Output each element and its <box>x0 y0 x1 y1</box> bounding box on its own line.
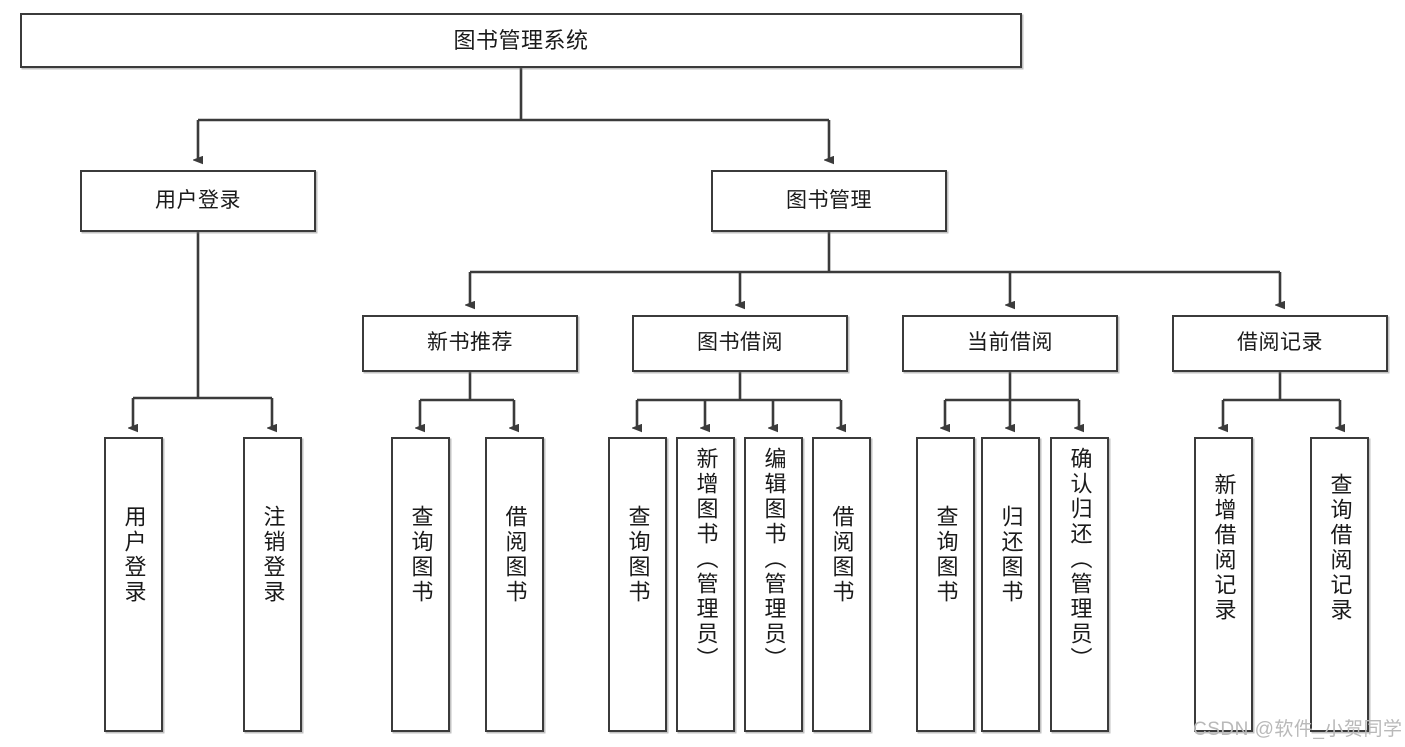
leaf-book-borrow-borrow-book[interactable]: 借阅图书 <box>812 437 871 732</box>
leaf-book-borrow-query-book[interactable]: 查询图书 <box>608 437 667 732</box>
node-label: 借阅记录 <box>1237 331 1323 355</box>
node-label: 查询借阅记录 <box>1327 473 1353 623</box>
node-label: 图书借阅 <box>697 331 783 355</box>
node-label: 查询图书 <box>933 505 959 605</box>
leaf-current-borrow-query-book[interactable]: 查询图书 <box>916 437 975 732</box>
node-new-book-recommend[interactable]: 新书推荐 <box>362 315 578 372</box>
node-root-book-management-system[interactable]: 图书管理系统 <box>20 13 1022 68</box>
node-borrow-record[interactable]: 借阅记录 <box>1172 315 1388 372</box>
leaf-new-book-query-book[interactable]: 查询图书 <box>391 437 450 732</box>
node-label: 借阅图书 <box>829 505 855 605</box>
leaf-borrow-record-query-record[interactable]: 查询借阅记录 <box>1310 437 1369 732</box>
node-label: 注销登录 <box>260 505 286 605</box>
leaf-current-borrow-return-book[interactable]: 归还图书 <box>981 437 1040 732</box>
node-label: 当前借阅 <box>967 331 1053 355</box>
node-book-management[interactable]: 图书管理 <box>711 170 947 232</box>
node-label: 归还图书 <box>998 505 1024 605</box>
node-label: 编辑图书（管理员） <box>761 447 787 672</box>
node-label: 查询图书 <box>625 505 651 605</box>
node-label: 用户登录 <box>121 505 147 605</box>
node-label: 确认归还（管理员） <box>1067 447 1093 672</box>
csdn-watermark: CSDN @软件_小贺同学 <box>1193 719 1403 740</box>
node-label: 新增借阅记录 <box>1211 473 1237 623</box>
node-label: 借阅图书 <box>502 505 528 605</box>
leaf-book-borrow-edit-book-admin[interactable]: 编辑图书（管理员） <box>744 437 803 732</box>
leaf-current-borrow-confirm-return-admin[interactable]: 确认归还（管理员） <box>1050 437 1109 732</box>
leaf-book-borrow-add-book-admin[interactable]: 新增图书（管理员） <box>676 437 735 732</box>
node-label: 图书管理系统 <box>453 27 589 53</box>
leaf-borrow-record-add-record[interactable]: 新增借阅记录 <box>1194 437 1253 732</box>
node-label: 新书推荐 <box>427 331 513 355</box>
node-label: 图书管理 <box>786 188 872 212</box>
node-book-borrow[interactable]: 图书借阅 <box>632 315 848 372</box>
node-label: 用户登录 <box>155 188 241 212</box>
node-current-borrow[interactable]: 当前借阅 <box>902 315 1118 372</box>
node-user-login[interactable]: 用户登录 <box>80 170 316 232</box>
node-label: 新增图书（管理员） <box>693 447 719 672</box>
node-label: 查询图书 <box>408 505 434 605</box>
leaf-user-login-logout[interactable]: 注销登录 <box>243 437 302 732</box>
leaf-new-book-borrow-book[interactable]: 借阅图书 <box>485 437 544 732</box>
leaf-user-login-login[interactable]: 用户登录 <box>104 437 163 732</box>
